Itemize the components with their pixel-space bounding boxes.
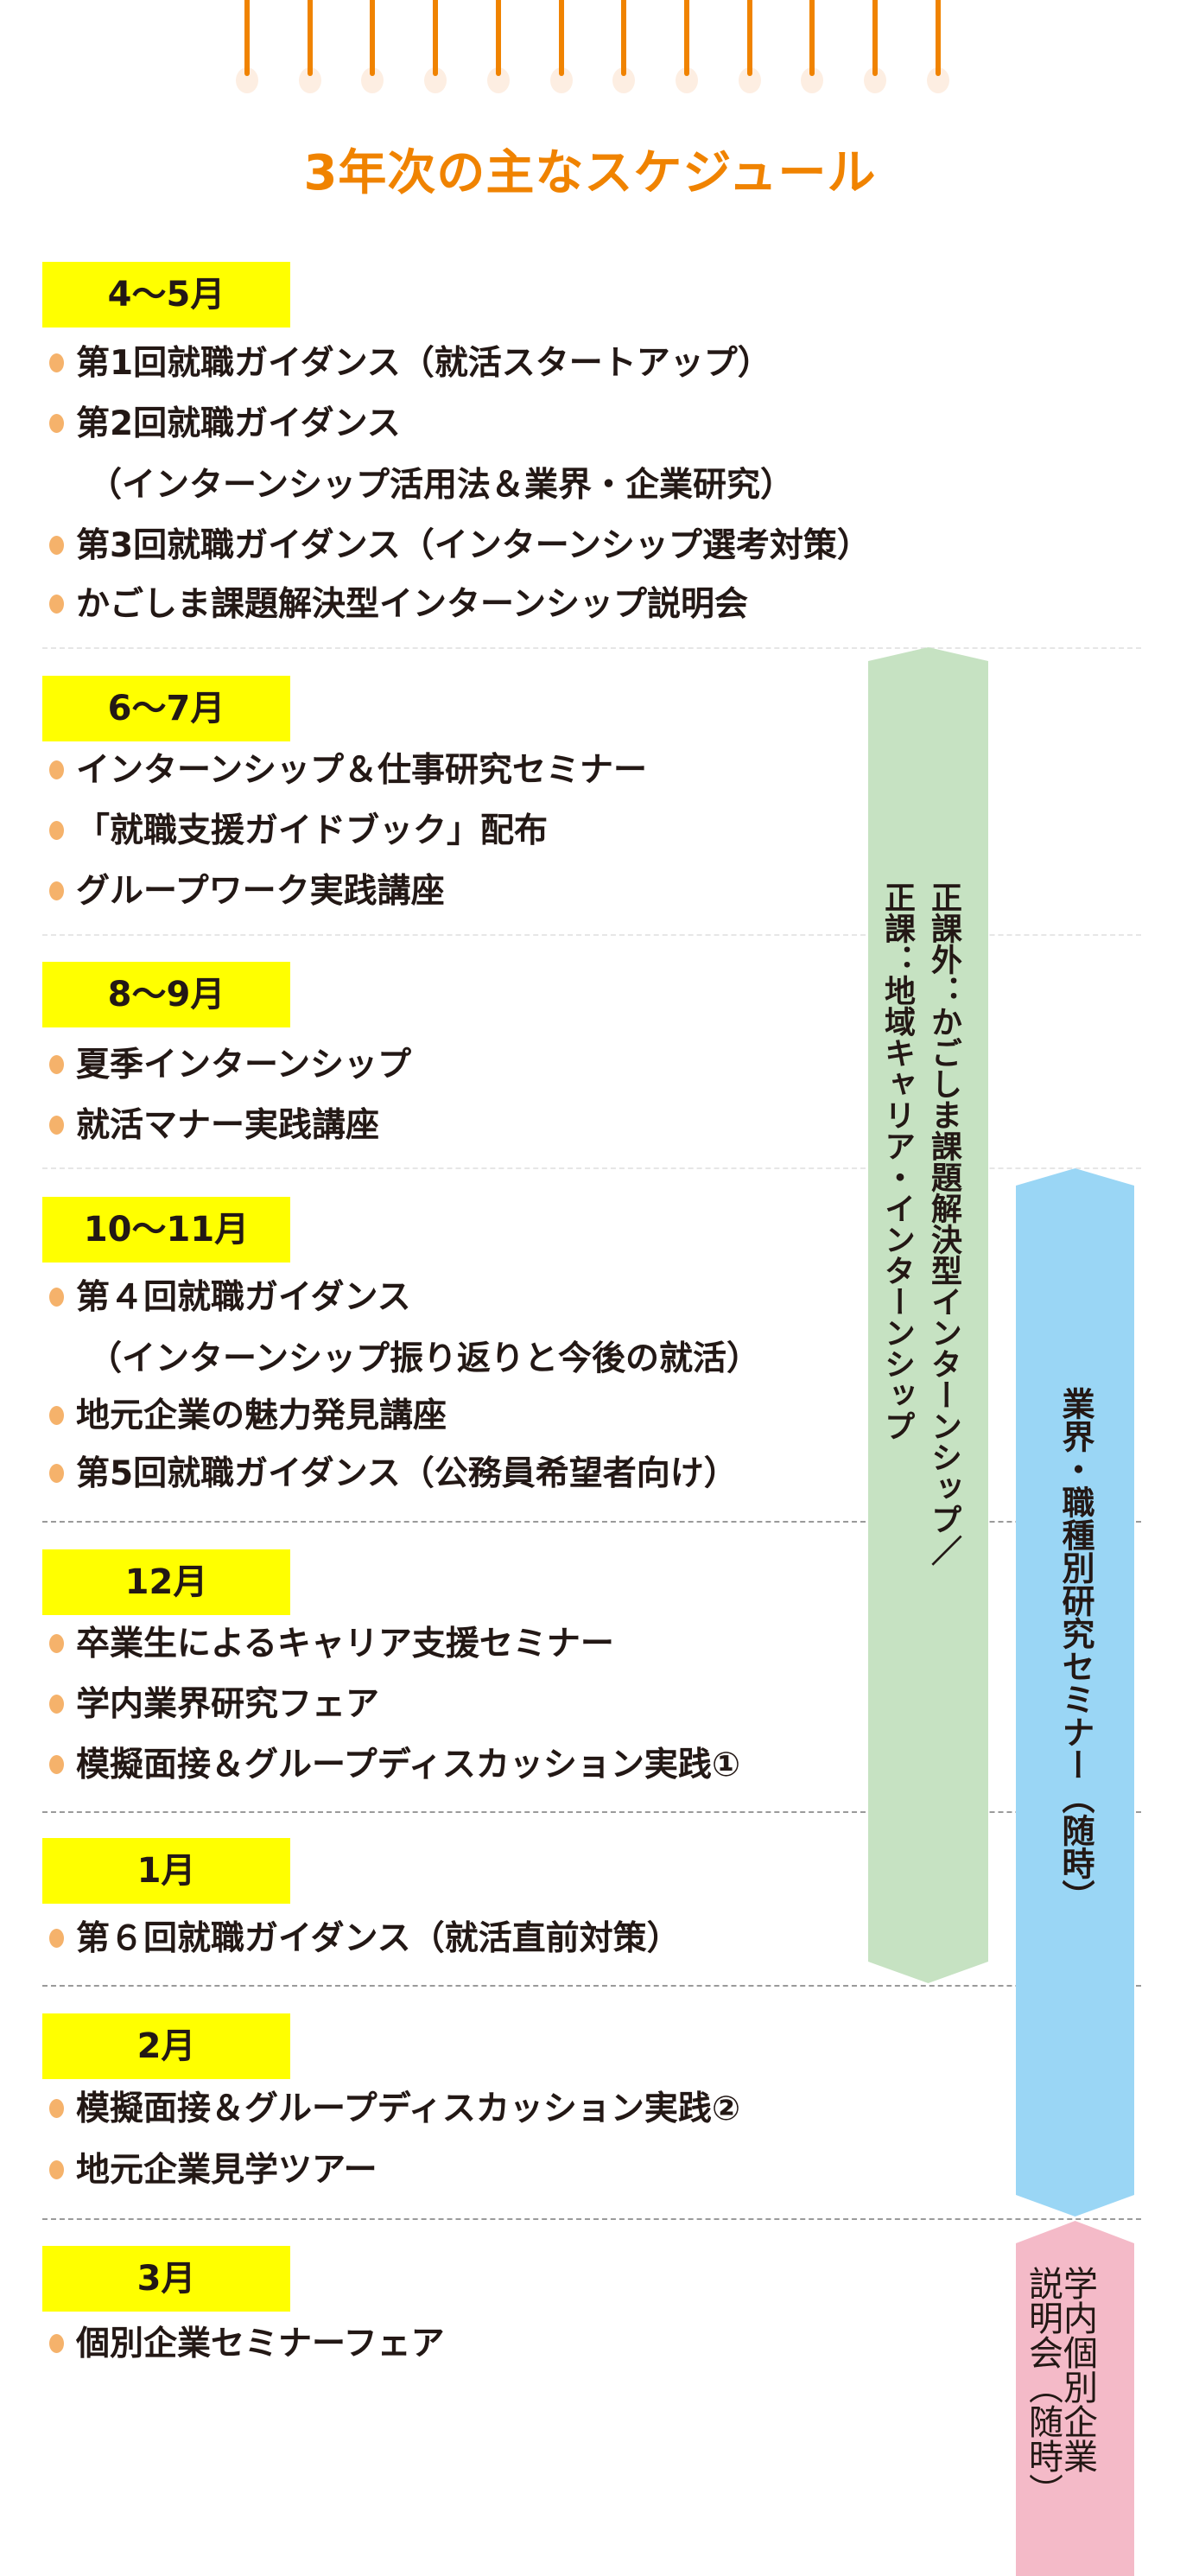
schedule-item-text: 卒業生によるキャリア支援セミナー — [76, 1625, 614, 1663]
month-header: 4～5月 — [42, 262, 290, 328]
internship-extracurricular-label: 正課外：かごしま課題解決型インターンシップ／ — [926, 881, 961, 1566]
ring-pin — [244, 0, 250, 76]
schedule-item: （インターンシップ振り返りと今後の就活） — [88, 1338, 760, 1381]
schedule-item: （インターンシップ活用法＆業界・企業研究） — [88, 464, 794, 507]
bullet-icon — [49, 820, 64, 840]
ring-pin — [558, 0, 564, 76]
month-header: 3月 — [42, 2246, 290, 2312]
schedule-item-text: 第2回就職ガイダンス — [76, 404, 401, 443]
bullet-icon — [49, 1694, 64, 1714]
section-divider — [42, 1521, 1141, 1523]
month-header: 8～9月 — [42, 962, 290, 1027]
section-divider — [42, 1167, 1141, 1169]
schedule-item-text: 模擬面接＆グループディスカッション実践① — [76, 1746, 740, 1784]
schedule-item-text: 第3回就職ガイダンス（インターンシップ選考対策） — [76, 526, 871, 565]
schedule-item-text: （インターンシップ活用法＆業界・企業研究） — [88, 466, 795, 505]
schedule-item: 卒業生によるキャリア支援セミナー — [49, 1623, 614, 1666]
ring-pin — [872, 0, 878, 76]
schedule-item-text: 地元企業の魅力発見講座 — [76, 1396, 447, 1435]
schedule-item: 就活マナー実践講座 — [49, 1104, 379, 1148]
ring-pin — [370, 0, 376, 76]
month-header: 6～7月 — [42, 676, 290, 741]
ring-pin — [495, 0, 501, 76]
schedule-item-text: （インターンシップ振り返りと今後の就活） — [88, 1339, 761, 1378]
ring-pin — [433, 0, 439, 76]
bullet-icon — [49, 1463, 64, 1483]
bullet-icon — [49, 2159, 64, 2179]
ring-pin — [307, 0, 313, 76]
schedule-item: 第６回就職ガイダンス（就活直前対策） — [49, 1918, 681, 1961]
internship-curricular-label: 正課：地域キャリア・インターンシップ — [879, 881, 915, 1441]
schedule-item-text: グループワーク実践講座 — [76, 872, 445, 911]
bullet-icon — [49, 1754, 64, 1774]
schedule-item: 地元企業の魅力発見講座 — [49, 1395, 447, 1438]
bullet-icon — [49, 1115, 64, 1135]
schedule-item: かごしま課題解決型インターンシップ説明会 — [49, 583, 748, 627]
bullet-icon — [49, 353, 64, 372]
schedule-item-text: 第1回就職ガイダンス（就活スタートアップ） — [76, 344, 771, 383]
section-divider — [42, 1811, 1141, 1813]
bullet-icon — [49, 2098, 64, 2118]
bullet-icon — [49, 535, 64, 555]
schedule-item-text: 模擬面接＆グループディスカッション実践② — [76, 2089, 740, 2128]
ring-pin — [683, 0, 689, 76]
schedule-item: 地元企業見学ツアー — [49, 2149, 377, 2192]
company-briefing-label-1: 学内個別企業 — [1057, 2266, 1097, 2473]
bullet-icon — [49, 1287, 64, 1307]
company-briefing-label-2: 説明会（随時） — [1023, 2266, 1063, 2508]
section-divider — [42, 647, 1141, 649]
schedule-item: 第5回就職ガイダンス（公務員希望者向け） — [49, 1453, 738, 1496]
bullet-icon — [49, 881, 64, 900]
schedule-item: 第４回就職ガイダンス — [49, 1276, 411, 1320]
section-divider — [42, 2218, 1141, 2220]
schedule-item: 「就職支援ガイドブック」配布 — [49, 810, 548, 853]
month-header: 10～11月 — [42, 1197, 290, 1263]
schedule-item: 学内業界研究フェア — [49, 1683, 379, 1727]
schedule-item-text: インターンシップ＆仕事研究セミナー — [76, 751, 648, 790]
schedule-item: 夏季インターンシップ — [49, 1044, 411, 1087]
schedule-item: インターンシップ＆仕事研究セミナー — [49, 749, 647, 792]
ring-pin — [809, 0, 815, 76]
schedule-item-text: 第６回就職ガイダンス（就活直前対策） — [76, 1919, 681, 1958]
month-header: 12月 — [42, 1549, 290, 1615]
bullet-icon — [49, 2333, 64, 2353]
schedule-item-text: 地元企業見学ツアー — [76, 2151, 377, 2190]
bullet-icon — [49, 594, 64, 614]
schedule-item-text: 第5回就職ガイダンス（公務員希望者向け） — [76, 1454, 738, 1493]
ring-pin — [935, 0, 941, 76]
bullet-icon — [49, 760, 64, 779]
bullet-icon — [49, 1633, 64, 1653]
section-divider — [42, 934, 1141, 936]
month-header: 1月 — [42, 1838, 290, 1904]
schedule-item-text: 就活マナー実践講座 — [76, 1106, 380, 1145]
schedule-item: 模擬面接＆グループディスカッション実践① — [49, 1744, 740, 1787]
schedule-item: 個別企業セミナーフェア — [49, 2323, 445, 2366]
schedule-item-text: 個別企業セミナーフェア — [76, 2325, 445, 2363]
company-briefing-arrow — [1016, 2221, 1134, 2576]
bullet-icon — [49, 1405, 64, 1425]
ring-pin — [621, 0, 627, 76]
schedule-item: 第3回就職ガイダンス（インターンシップ選考対策） — [49, 525, 871, 568]
bullet-icon — [49, 1928, 64, 1948]
schedule-item-text: 夏季インターンシップ — [76, 1046, 412, 1084]
industry-seminar-label: 業界・職種別研究セミナー（随時） — [1056, 1387, 1094, 1912]
schedule-item: グループワーク実践講座 — [49, 870, 445, 913]
bullet-icon — [49, 1054, 64, 1074]
month-header: 2月 — [42, 2013, 290, 2079]
industry-seminar-arrow — [1016, 1168, 1134, 2217]
ring-pin — [746, 0, 752, 76]
schedule-item-text: 「就職支援ガイドブック」配布 — [76, 811, 549, 850]
internship-period-arrow — [868, 647, 988, 1983]
schedule-item-text: かごしま課題解決型インターンシップ説明会 — [76, 585, 749, 624]
schedule-item: 模擬面接＆グループディスカッション実践② — [49, 2088, 740, 2131]
schedule-item: 第2回就職ガイダンス — [49, 403, 401, 446]
schedule-item: 第1回就職ガイダンス（就活スタートアップ） — [49, 342, 771, 385]
schedule-item-text: 学内業界研究フェア — [76, 1685, 380, 1724]
page-title: 3年次の主なスケジュール — [303, 145, 877, 201]
schedule-item-text: 第４回就職ガイダンス — [76, 1278, 411, 1317]
section-divider — [42, 1985, 1141, 1987]
bullet-icon — [49, 413, 64, 433]
